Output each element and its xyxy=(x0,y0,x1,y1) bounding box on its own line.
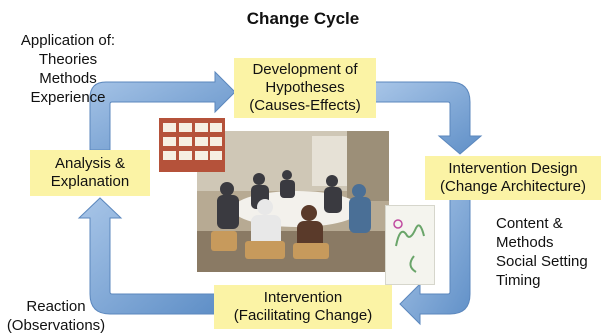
reaction-line: (Observations) xyxy=(6,317,106,334)
application-item: Methods xyxy=(39,70,97,87)
application-list: Application of: Theories Methods Experie… xyxy=(6,31,130,107)
hypotheses-line: Hypotheses xyxy=(265,79,345,96)
flipchart-sketch xyxy=(385,205,435,285)
application-heading: Application of: xyxy=(20,32,116,49)
design-line: Intervention Design xyxy=(448,160,578,177)
hypotheses-box: Development of Hypotheses (Causes-Effect… xyxy=(234,58,376,118)
application-item: Experience xyxy=(30,89,106,106)
sticky-note-board xyxy=(159,118,225,172)
diagram-title: Change Cycle xyxy=(246,9,360,28)
content-item: Methods xyxy=(496,234,554,251)
reaction-line: Reaction xyxy=(26,298,86,315)
intervention-box: Intervention (Facilitating Change) xyxy=(214,285,392,329)
analysis-line: Explanation xyxy=(50,173,130,190)
hypotheses-line: (Causes-Effects) xyxy=(249,97,361,114)
application-item: Theories xyxy=(38,51,98,68)
content-item: Content & xyxy=(496,215,563,232)
content-list: Content & Methods Social Setting Timing xyxy=(496,214,606,290)
intervention-line: (Facilitating Change) xyxy=(233,307,373,324)
intervention-line: Intervention xyxy=(263,289,343,306)
content-item: Timing xyxy=(496,272,541,289)
meeting-photo xyxy=(197,131,389,272)
arrow-design-to-intervention xyxy=(399,197,471,326)
hypotheses-line: Development of xyxy=(252,61,358,78)
content-item: Social Setting xyxy=(496,253,588,270)
analysis-box: Analysis & Explanation xyxy=(30,150,150,196)
arrow-hypotheses-to-design xyxy=(371,81,483,155)
design-line: (Change Architecture) xyxy=(440,178,586,195)
arrow-analysis-to-hypotheses xyxy=(89,70,236,151)
intervention-design-box: Intervention Design (Change Architecture… xyxy=(425,156,601,200)
reaction-label: Reaction (Observations) xyxy=(0,297,112,335)
analysis-line: Analysis & xyxy=(54,155,126,172)
arrow-intervention-to-analysis xyxy=(77,197,216,315)
